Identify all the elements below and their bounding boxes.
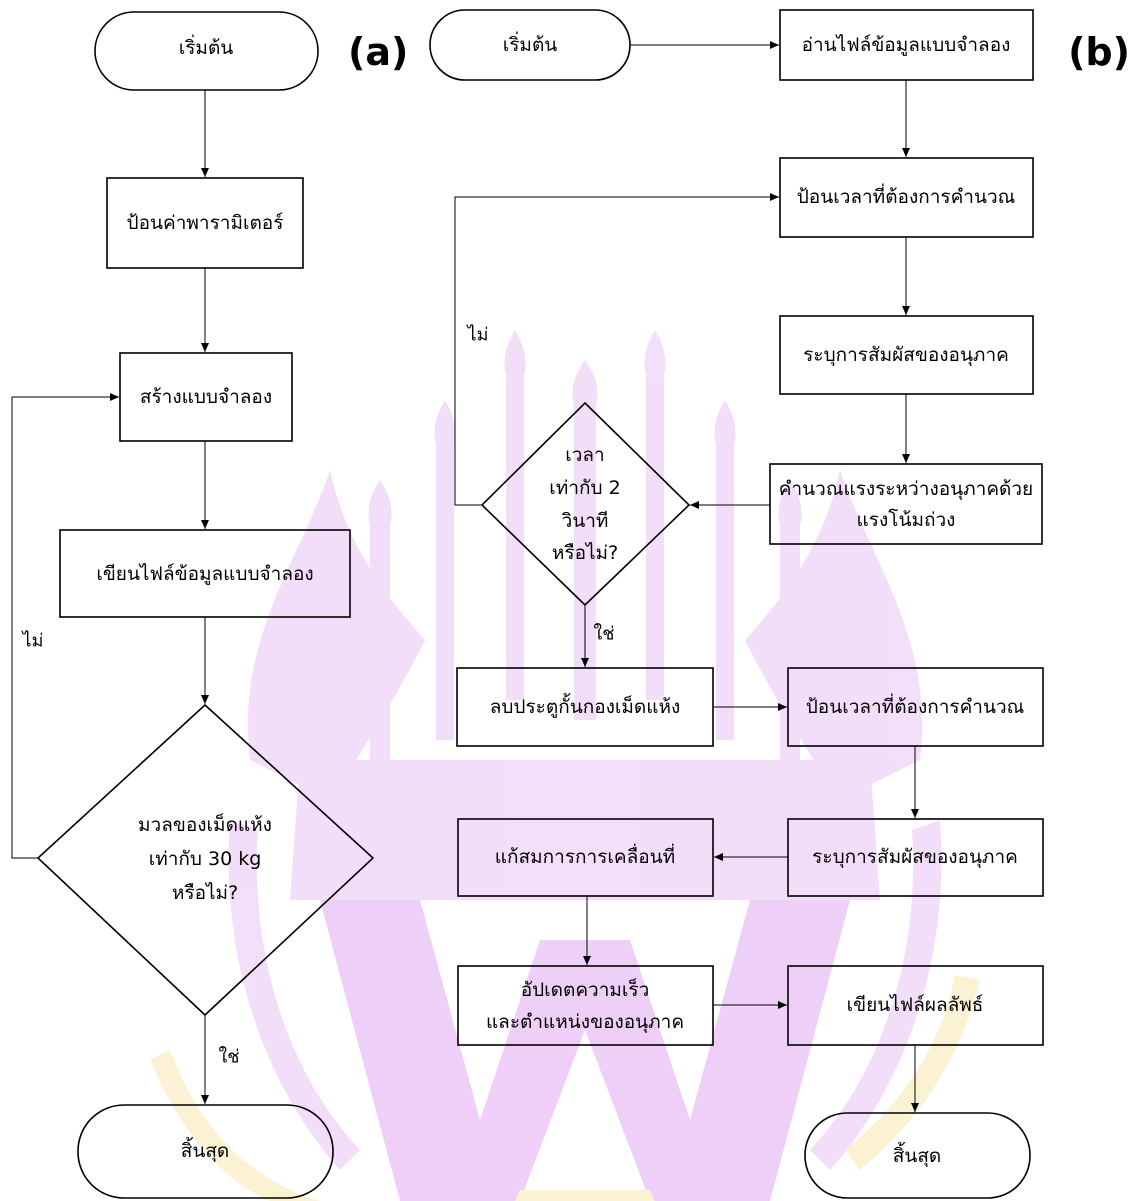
watermark-gold-ribbon-right bbox=[845, 975, 980, 1170]
process-create-model bbox=[119, 352, 293, 442]
watermark-spire bbox=[368, 480, 392, 760]
process-detect-contact-2-text: ระบุการสัมผัสของอนุภาค bbox=[812, 846, 1018, 869]
decision-time-line-3: วินาที bbox=[561, 510, 608, 532]
end-text-a: สิ้นสุด bbox=[181, 1137, 230, 1163]
watermark-gold-base bbox=[515, 1190, 655, 1201]
watermark-left-wing bbox=[247, 470, 425, 800]
watermark-spire bbox=[644, 330, 666, 700]
process-detect-contact-text: ระบุการสัมผัสของอนุภาค bbox=[803, 344, 1009, 367]
watermark-body bbox=[290, 760, 880, 900]
decision-mass-line-2: เท่ากับ 30 kg bbox=[149, 848, 262, 870]
arrow-loop-no-a bbox=[11, 393, 119, 859]
watermark-gold-ribbon-left bbox=[150, 1050, 320, 1201]
watermark-spire bbox=[714, 400, 736, 740]
process-update-line-2: และตำแหน่งของอนุภาค bbox=[486, 1011, 684, 1034]
label-no-a: ไม่ bbox=[21, 630, 44, 652]
end-text-b: สิ้นสุด bbox=[893, 1142, 942, 1168]
panel-label-b: (b) bbox=[1068, 30, 1130, 74]
process-compute-force bbox=[769, 463, 1043, 545]
process-compute-force-line-1: คำนวณแรงระหว่างอนุภาคด้วย bbox=[779, 478, 1033, 501]
watermark-letterform bbox=[320, 900, 850, 1201]
arrow-loop-no-b bbox=[454, 193, 779, 506]
process-update-line-1: อัปเดตความเร็ว bbox=[521, 977, 650, 1001]
decision-mass-line-3: หรือไม่? bbox=[172, 882, 238, 904]
start-text-a: เริ่มต้น bbox=[179, 34, 234, 59]
decision-mass-line-1: มวลของเม็ดแห้ง bbox=[138, 812, 272, 836]
process-create-model-text: สร้างแบบจำลอง bbox=[140, 386, 272, 408]
process-compute-force-line-2: แรงโน้มถ่วง bbox=[857, 508, 956, 531]
process-input-parameters-text: ป้อนค่าพารามิเตอร์ bbox=[127, 212, 284, 234]
process-write-model-file-text: เขียนไฟล์ข้อมูลแบบจำลอง bbox=[96, 563, 313, 585]
watermark-right-arc bbox=[810, 820, 942, 1170]
end-terminal-a bbox=[77, 1104, 334, 1199]
end-terminal-b bbox=[804, 1112, 1031, 1199]
start-text-b: เริ่มต้น bbox=[503, 31, 558, 56]
watermark-spire bbox=[504, 330, 526, 700]
panel-label-a: (a) bbox=[348, 30, 408, 74]
process-input-time-text: ป้อนเวลาที่ต้องการคำนวณ bbox=[797, 183, 1016, 208]
decision-time-line-2: เท่ากับ 2 bbox=[549, 477, 620, 499]
watermark-left-arc bbox=[228, 820, 360, 1170]
process-remove-gate-text: ลบประตูกั้นกองเม็ดแห้ง bbox=[490, 693, 681, 718]
start-terminal-a bbox=[94, 11, 319, 91]
process-solve-motion bbox=[457, 818, 714, 897]
process-solve-motion-text: แก้สมการการเคลื่อนที่ bbox=[495, 843, 675, 868]
process-write-results-text: เขียนไฟล์ผลลัพธ์ bbox=[847, 994, 984, 1016]
watermark-spire bbox=[778, 480, 802, 760]
process-input-time-2-text: ป้อนเวลาที่ต้องการคำนวณ bbox=[806, 693, 1025, 718]
watermark-spire bbox=[572, 360, 598, 720]
flowchart-b: (b) เริ่มต้น อ่านไฟล์ข้อมูลแบบจำลอง ป้อน… bbox=[429, 9, 1130, 1199]
label-yes-a: ใช่ bbox=[218, 1046, 239, 1068]
process-read-model-file-text: อ่านไฟล์ข้อมูลแบบจำลอง bbox=[802, 34, 1011, 56]
watermark-emblem bbox=[150, 330, 980, 1201]
flowchart-a: (a) เริ่มต้น ป้อนค่าพารามิเตอร์ สร้างแบบ… bbox=[11, 11, 408, 1199]
decision-time-line-1: เวลา bbox=[565, 444, 604, 466]
label-no-b: ไม่ bbox=[466, 324, 489, 346]
decision-time-line-4: หรือไม่? bbox=[552, 542, 618, 564]
label-yes-b: ใช่ bbox=[593, 623, 614, 645]
watermark-spire bbox=[434, 400, 456, 740]
